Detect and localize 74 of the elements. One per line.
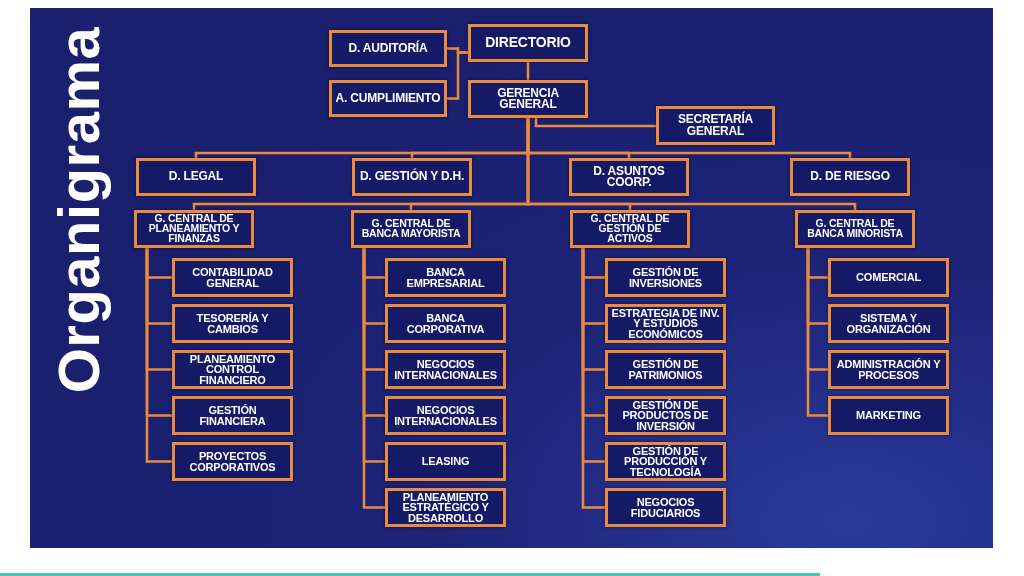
org-unit-box	[172, 442, 293, 481]
org-unit-box	[385, 488, 506, 527]
org-unit-box	[172, 258, 293, 297]
org-unit-box	[385, 350, 506, 389]
org-unit-box	[605, 488, 726, 527]
org-unit-box	[605, 350, 726, 389]
org-unit-box	[569, 158, 689, 196]
unit-name: SISTEMA Y ORGANIZACIÓN	[845, 313, 932, 334]
org-unit-box	[172, 396, 293, 435]
org-unit-box	[795, 210, 915, 248]
org-unit-box	[385, 304, 506, 343]
org-unit-box	[828, 258, 949, 297]
org-unit-box	[385, 396, 506, 435]
unit-name: D. DE RIESGO	[810, 171, 890, 183]
org-unit-box	[134, 210, 254, 248]
unit-name: ESTRATEGIA DE INV. Y ESTUDIOS ECONÓMICOS	[611, 307, 720, 340]
unit-name: PLANEAMIENTO ESTRATÉGICO Y DESARROLLO	[401, 491, 490, 524]
unit-name: GESTIÓN FINANCIERA	[198, 405, 267, 426]
org-unit-box	[828, 350, 949, 389]
unit-name: G. CENTRAL DE GESTIÓN DE ACTIVOS	[589, 214, 671, 244]
org-unit-box	[329, 80, 447, 117]
org-unit-box	[351, 210, 471, 248]
connector-line	[447, 51, 468, 100]
unit-name: ADMINISTRACIÓN Y PROCESOS	[835, 359, 942, 380]
org-unit-box	[385, 442, 506, 481]
org-unit-box	[570, 210, 690, 248]
org-unit-box	[172, 304, 293, 343]
org-unit-box	[605, 396, 726, 435]
unit-name: LEASING	[421, 456, 470, 467]
unit-name: D. LEGAL	[168, 171, 224, 183]
org-unit-box	[329, 30, 447, 67]
unit-name: PROYECTOS CORPORATIVOS	[188, 451, 277, 472]
unit-name: NEGOCIOS INTERNACIONALES	[393, 405, 498, 426]
connector-line	[534, 118, 656, 128]
unit-name: GESTIÓN DE PRODUCTOS DE INVERSIÓN	[621, 399, 710, 432]
connector-line	[526, 118, 857, 210]
unit-name: G. CENTRAL DE PLANEAMIENTO Y FINANZAS	[147, 214, 241, 244]
org-unit-box	[828, 304, 949, 343]
unit-name: G. CENTRAL DE BANCA MAYORISTA	[360, 219, 462, 239]
unit-name: BANCA EMPRESARIAL	[405, 267, 486, 288]
org-unit-box	[468, 80, 588, 118]
unit-name: D. AUDITORÍA	[348, 42, 428, 55]
org-unit-box	[605, 258, 726, 297]
org-unit-box	[828, 396, 949, 435]
unit-name: COMERCIAL	[856, 272, 921, 283]
connector-line	[362, 248, 385, 509]
unit-name: GERENCIA GENERAL	[496, 87, 560, 111]
org-unit-box	[605, 442, 726, 481]
unit-name: D. ASUNTOS COORP.	[592, 165, 666, 189]
org-unit-box	[468, 24, 588, 62]
unit-name: G. CENTRAL DE BANCA MINORISTA	[806, 219, 904, 239]
unit-name: GESTIÓN DE PATRIMONIOS	[627, 359, 704, 380]
org-unit-box	[136, 158, 256, 196]
org-unit-box	[656, 106, 775, 145]
connector-line	[806, 248, 828, 417]
unit-name: DIRECTORIO	[485, 36, 571, 50]
unit-name: MARKETING	[856, 410, 921, 421]
unit-name: GESTIÓN DE INVERSIONES	[628, 267, 703, 288]
org-unit-box	[385, 258, 506, 297]
connector-line	[581, 248, 605, 509]
unit-name: GESTIÓN DE PRODUCCIÓN Y TECNOLOGÍA	[623, 445, 708, 478]
unit-name: NEGOCIOS FIDUCIARIOS	[629, 497, 702, 518]
unit-name: PLANEAMIENTO CONTROL FINANCIERO	[188, 353, 277, 386]
unit-name: TESORERÍA Y CAMBIOS	[195, 313, 270, 334]
org-unit-box	[790, 158, 910, 196]
diagram-title: Organigrama	[44, 26, 112, 394]
unit-name: CONTABILIDAD GENERAL	[191, 267, 274, 288]
unit-name: A. CUMPLIMIENTO	[335, 92, 441, 105]
unit-name: BANCA CORPORATIVA	[405, 313, 486, 334]
org-unit-box	[605, 304, 726, 343]
org-unit-box	[172, 350, 293, 389]
unit-name: NEGOCIOS INTERNACIONALES	[393, 359, 498, 380]
org-unit-box	[352, 158, 472, 196]
connector-line	[145, 248, 172, 463]
